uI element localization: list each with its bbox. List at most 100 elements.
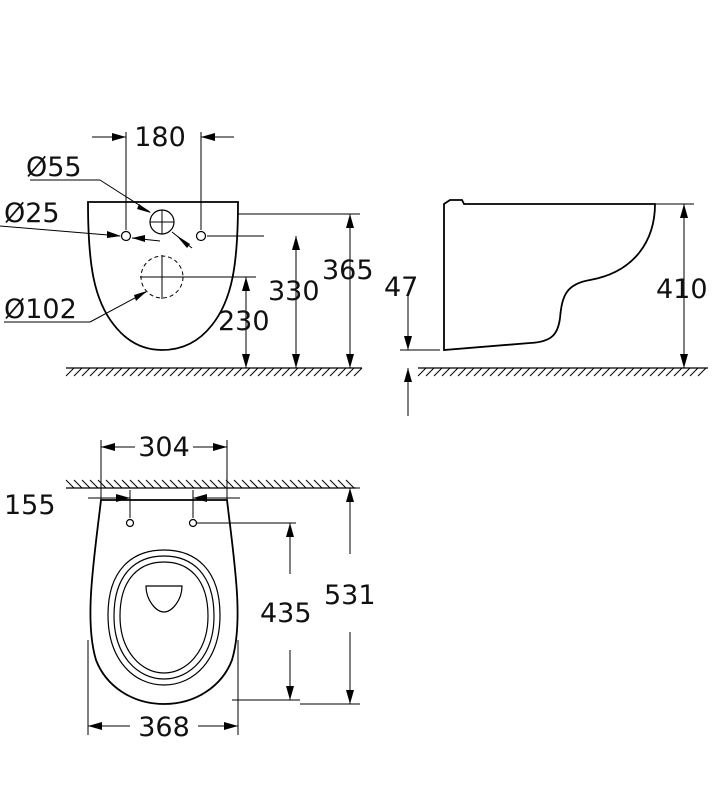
hatch-line — [113, 367, 123, 377]
hatch-line — [217, 367, 227, 377]
hatch-line — [257, 367, 267, 377]
hatch-line — [265, 367, 275, 377]
hatch-line — [201, 479, 211, 489]
hatch-line — [201, 367, 211, 377]
hatch-line — [121, 367, 131, 377]
hatch-line — [161, 367, 171, 377]
top-seat-outer — [107, 549, 221, 686]
hatch-line — [305, 479, 315, 489]
hatch-line — [145, 479, 155, 489]
hatch-line — [81, 367, 91, 377]
hatch-line — [233, 479, 243, 489]
hatch-line — [209, 367, 219, 377]
hatch-line — [145, 367, 155, 377]
hatch-line — [601, 367, 611, 377]
hatch-line — [169, 479, 179, 489]
front-view: 180 Ø55 Ø25 Ø102 230 330 — [0, 122, 374, 377]
front-bowl-outline — [87, 201, 239, 351]
hatch-line — [545, 367, 555, 377]
top-wall-hatch — [65, 479, 355, 489]
hatch-line — [273, 367, 283, 377]
hatch-line — [529, 367, 539, 377]
hatch-line — [417, 367, 427, 377]
hatch-line — [233, 367, 243, 377]
fixing-hole-left — [120, 230, 132, 242]
hatch-line — [425, 367, 435, 377]
dim-155-label: 155 — [4, 490, 56, 521]
hatch-line — [225, 367, 235, 377]
top-seat-inner — [113, 555, 215, 680]
hatch-line — [73, 367, 83, 377]
hatch-line — [193, 367, 203, 377]
hatch-line — [513, 367, 523, 377]
dim-365-label: 365 — [322, 255, 374, 286]
hatch-line — [313, 367, 323, 377]
hatch-line — [97, 367, 107, 377]
hatch-line — [329, 367, 339, 377]
hatch-line — [505, 367, 515, 377]
dim-d55-label: Ø55 — [26, 152, 82, 183]
hatch-line — [561, 367, 571, 377]
hatch-line — [249, 367, 259, 377]
hatch-line — [321, 479, 331, 489]
hatch-line — [89, 479, 99, 489]
hatch-line — [97, 479, 107, 489]
hatch-line — [345, 479, 355, 489]
hatch-line — [641, 367, 651, 377]
front-floor-hatch — [65, 367, 363, 377]
hatch-line — [281, 367, 291, 377]
top-bowl-outline — [89, 499, 239, 705]
hatch-line — [609, 367, 619, 377]
dim-368-label: 368 — [138, 712, 190, 743]
hatch-line — [569, 367, 579, 377]
hatch-line — [577, 367, 587, 377]
side-view: 47 410 — [384, 199, 708, 416]
hatch-line — [537, 367, 547, 377]
hatch-line — [193, 479, 203, 489]
hatch-line — [689, 367, 699, 377]
hatch-line — [257, 479, 267, 489]
dim-230-label: 230 — [218, 306, 270, 337]
hatch-line — [497, 367, 507, 377]
dim-435-label: 435 — [260, 598, 312, 629]
hatch-line — [153, 367, 163, 377]
hatch-line — [457, 367, 467, 377]
hatch-line — [617, 367, 627, 377]
top-fixing-hole-left — [125, 518, 135, 528]
hatch-line — [553, 367, 563, 377]
hatch-line — [137, 367, 147, 377]
hatch-line — [481, 367, 491, 377]
hatch-line — [337, 479, 347, 489]
hatch-line — [273, 479, 283, 489]
hatch-line — [657, 367, 667, 377]
hatch-line — [337, 367, 347, 377]
hatch-line — [633, 367, 643, 377]
hatch-line — [585, 367, 595, 377]
hatch-line — [313, 479, 323, 489]
hatch-line — [433, 367, 443, 377]
hatch-line — [289, 479, 299, 489]
dim-304-label: 304 — [138, 432, 190, 463]
hatch-line — [441, 367, 451, 377]
hatch-line — [673, 367, 683, 377]
hatch-line — [345, 367, 355, 377]
hatch-line — [113, 479, 123, 489]
dim-410-label: 410 — [656, 274, 708, 305]
hatch-line — [265, 479, 275, 489]
hatch-line — [625, 367, 635, 377]
hatch-line — [289, 367, 299, 377]
hatch-line — [65, 367, 75, 377]
hatch-line — [241, 479, 251, 489]
hatch-line — [105, 367, 115, 377]
top-fixing-hole-right — [188, 518, 198, 528]
hatch-line — [297, 367, 307, 377]
hatch-line — [81, 479, 91, 489]
side-floor-hatch — [417, 367, 707, 377]
dim-330-label: 330 — [268, 276, 320, 307]
hatch-line — [177, 367, 187, 377]
hatch-line — [489, 367, 499, 377]
hatch-line — [697, 367, 707, 377]
hatch-line — [241, 367, 251, 377]
top-drain — [145, 585, 183, 613]
